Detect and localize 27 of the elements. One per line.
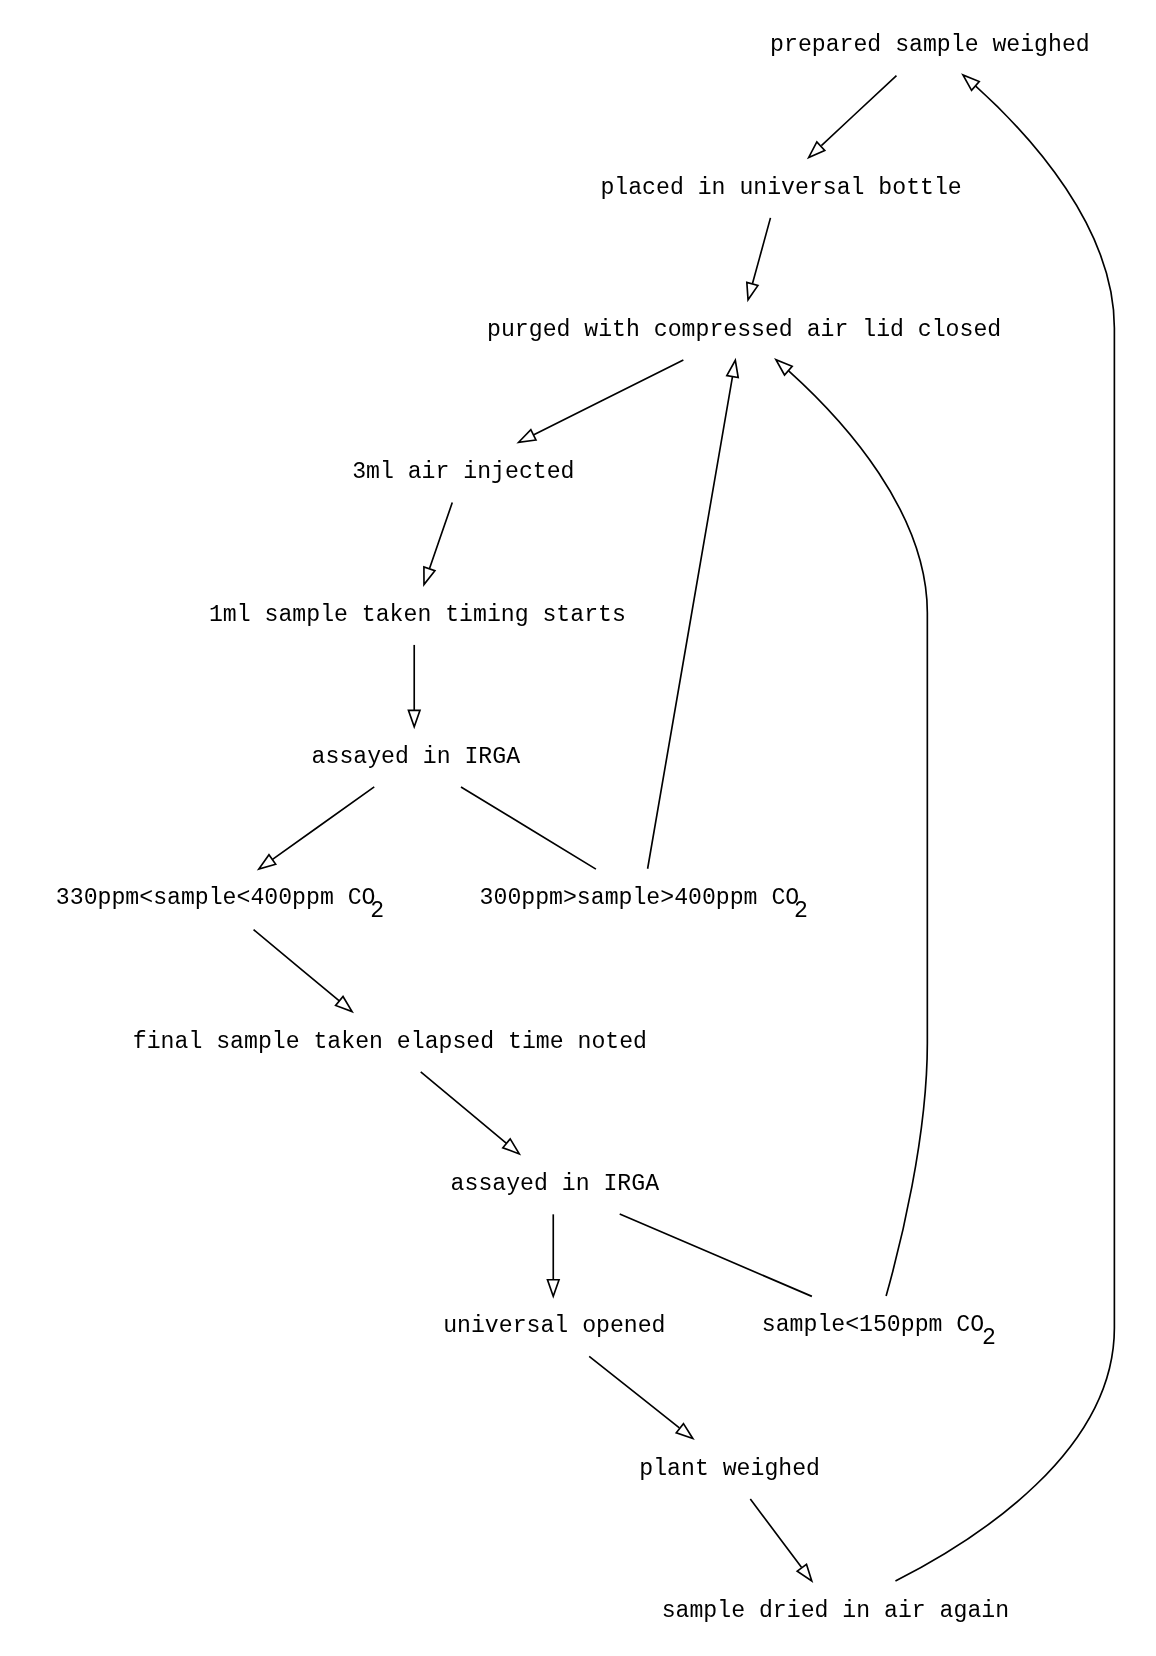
arrow [646, 357, 739, 870]
node-text: sample dried in air again [661, 1598, 1009, 1625]
arrow [773, 358, 928, 1297]
connector [618, 1213, 813, 1298]
arrow [256, 786, 375, 871]
node-text: prepared sample weighed [769, 32, 1090, 59]
node-text: 3ml air injected [351, 459, 574, 486]
node-text: final sample taken elapsed time noted [132, 1028, 647, 1055]
arrow [406, 644, 421, 730]
node-text: 1ml sample taken timing starts [208, 601, 626, 628]
node-text: purged with compressed air lid closed [486, 316, 1001, 343]
node-text: universal opened [442, 1313, 666, 1340]
arrow [545, 1213, 560, 1299]
arrow [422, 501, 453, 587]
node-text: placed in universal bottle [599, 174, 962, 201]
arrow [515, 359, 684, 444]
node-text: assayed in IRGA [450, 1171, 659, 1197]
arrow [587, 1355, 695, 1441]
arrow [252, 928, 354, 1014]
connector [459, 786, 597, 870]
arrow [748, 1498, 813, 1583]
arrow [419, 1071, 521, 1156]
node-text: plant weighed [638, 1455, 820, 1482]
arrow [894, 73, 1115, 1582]
arrow [806, 74, 897, 160]
node-text: assayed in IRGA [311, 743, 520, 770]
arrow [745, 217, 771, 303]
